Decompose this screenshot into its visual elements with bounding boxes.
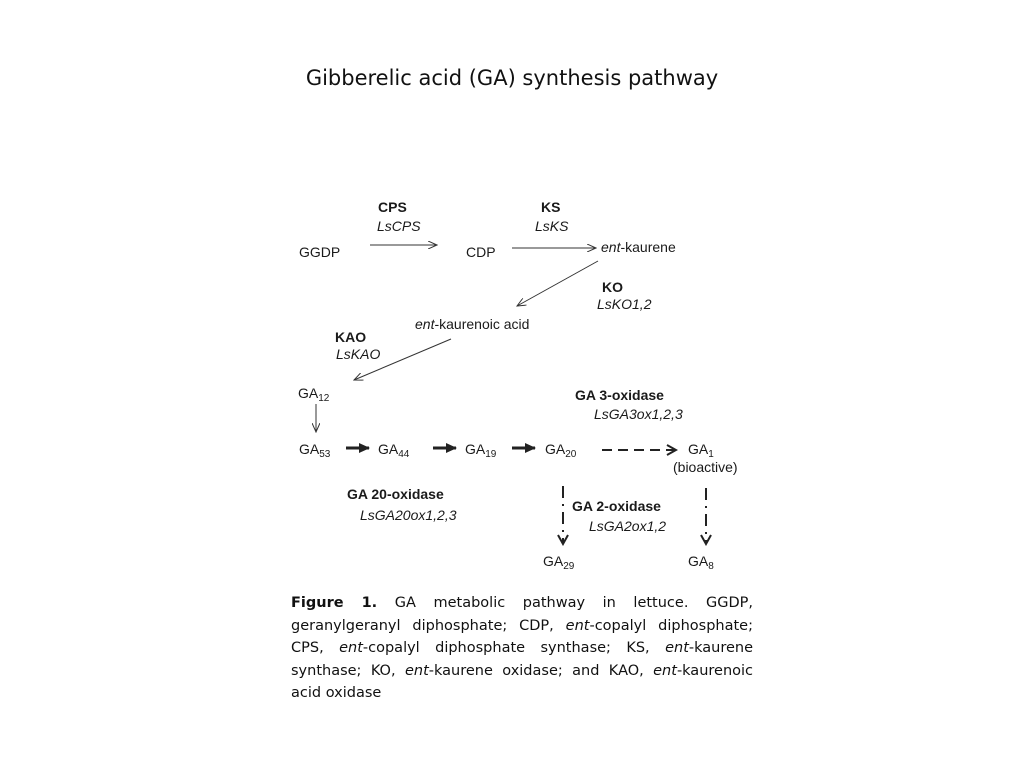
ga2ox-enzyme-label: GA 2-oxidase bbox=[572, 498, 661, 514]
arrow-kaurene-kaurenoic bbox=[517, 260, 599, 306]
caption-text-6: -kaurenoic acid oxidase bbox=[291, 662, 754, 702]
kaurene-suffix: -kaurene bbox=[620, 239, 676, 255]
ga29-label: GA29 bbox=[543, 553, 575, 572]
caption-text-4: -kaurene synthase; KO, bbox=[291, 640, 753, 679]
caption-ent-4: ent bbox=[404, 662, 429, 679]
ga20ox-enzyme-label: GA 20-oxidase bbox=[347, 486, 444, 502]
ga19-base: GA bbox=[465, 441, 486, 457]
ga8-sub: 8 bbox=[708, 561, 714, 572]
ga8-base: GA bbox=[688, 553, 709, 569]
cps-gene-label: LsCPS bbox=[377, 218, 421, 234]
figure-caption: Figure 1. GA metabolic pathway in lettuc… bbox=[291, 592, 753, 705]
caption-text-2: -copalyl diphosphate; CPS, bbox=[291, 617, 753, 657]
ga44-sub: 44 bbox=[398, 449, 410, 460]
ks-gene-label: LsKS bbox=[535, 218, 569, 234]
ent-kaurene-label: ent-kaurene bbox=[601, 239, 676, 255]
ga12-sub: 12 bbox=[318, 393, 330, 404]
ga53-label: GA53 bbox=[299, 441, 331, 460]
ga20-sub: 20 bbox=[565, 449, 577, 460]
caption-text-1: GA metabolic pathway in lettuce. GGDP, g… bbox=[291, 595, 753, 634]
arrow-kaurenoic-ga12 bbox=[354, 338, 452, 380]
ko-enzyme-label: KO bbox=[602, 279, 623, 295]
ga44-label: GA44 bbox=[378, 441, 410, 460]
kao-gene-label: LsKAO bbox=[336, 346, 381, 362]
ggdp-label: GGDP bbox=[299, 244, 341, 260]
caption-ent-1: ent bbox=[565, 617, 590, 634]
ga12-label: GA12 bbox=[298, 385, 330, 404]
slide-title: Gibberelic acid (GA) synthesis pathway bbox=[305, 66, 719, 90]
ga1-base: GA bbox=[688, 441, 709, 457]
ks-enzyme-label: KS bbox=[541, 199, 561, 215]
ga53-sub: 53 bbox=[319, 449, 331, 460]
ga29-sub: 29 bbox=[563, 561, 575, 572]
ga3ox-enzyme-label: GA 3-oxidase bbox=[575, 387, 664, 403]
ga20-base: GA bbox=[545, 441, 566, 457]
caption-text-5: -kaurene oxidase; and KAO, bbox=[428, 662, 654, 679]
cdp-label: CDP bbox=[466, 244, 496, 260]
ga1-sub: 1 bbox=[708, 449, 714, 460]
ga20ox-gene-label: LsGA20ox1,2,3 bbox=[360, 507, 457, 523]
caption-ent-2: ent bbox=[339, 640, 363, 656]
ga3ox-gene-label: LsGA3ox1,2,3 bbox=[594, 406, 683, 422]
ko-gene-label: LsKO1,2 bbox=[597, 296, 652, 312]
caption-text-3: -copalyl diphosphate synthase; KS, bbox=[362, 640, 666, 656]
caption-label: Figure 1. bbox=[291, 595, 378, 611]
ent-prefix: ent bbox=[601, 239, 621, 255]
ga2ox-gene-label: LsGA2ox1,2 bbox=[589, 518, 667, 534]
ga44-base: GA bbox=[378, 441, 399, 457]
caption-ent-3: ent bbox=[665, 640, 689, 656]
ga8-label: GA8 bbox=[688, 553, 714, 572]
caption-ent-5: ent bbox=[653, 662, 677, 679]
ent-kaurenoic-acid-label: ent-kaurenoic acid bbox=[415, 316, 529, 332]
kaurenoic-suffix: -kaurenoic acid bbox=[434, 316, 530, 332]
ga53-base: GA bbox=[299, 441, 320, 457]
ga1-bioactive-note: (bioactive) bbox=[673, 459, 738, 475]
ga20-label: GA20 bbox=[545, 441, 577, 460]
ga12-base: GA bbox=[298, 385, 319, 401]
ent-prefix-2: ent bbox=[415, 316, 435, 332]
cps-enzyme-label: CPS bbox=[378, 199, 407, 215]
ga1-label: GA1 bbox=[688, 441, 714, 460]
ga19-label: GA19 bbox=[465, 441, 497, 460]
kao-enzyme-label: KAO bbox=[335, 329, 367, 345]
ga29-base: GA bbox=[543, 553, 564, 569]
ga19-sub: 19 bbox=[485, 449, 497, 460]
